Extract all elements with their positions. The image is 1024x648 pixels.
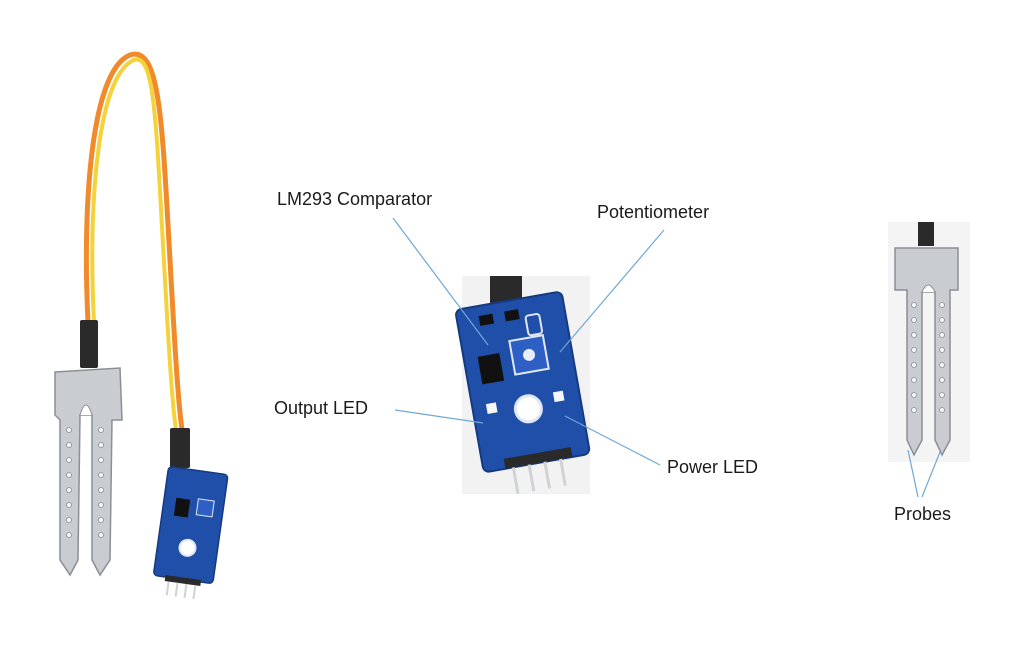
mounting-hole (513, 394, 543, 424)
leader-power-led (564, 415, 661, 466)
leader-output-led (394, 409, 484, 424)
module-board-small (153, 466, 229, 584)
probe-traces-right (911, 302, 945, 413)
full-sensor-assembly (54, 51, 229, 600)
probe-closeup-connector (918, 222, 934, 246)
leader-probes-right (921, 451, 941, 498)
leader-lines (392, 217, 941, 498)
wire-orange (83, 51, 185, 431)
probe-traces-left (66, 427, 104, 538)
label-probes: Probes (894, 504, 952, 524)
label-output-led: Output LED (274, 398, 369, 418)
label-potentiometer: Potentiometer (597, 202, 710, 222)
output-led (485, 402, 498, 414)
label-power-led: Power LED (667, 457, 759, 477)
leader-probes-left (907, 449, 919, 498)
wire-yellow (90, 57, 178, 431)
probe-fork-left-image (54, 367, 123, 577)
module-connector-small (170, 428, 190, 468)
probe-connector (80, 320, 98, 368)
power-led (552, 390, 565, 403)
comparator-chip (477, 353, 505, 385)
leader-comparator (392, 217, 489, 346)
leader-potentiometer (559, 229, 665, 353)
module-closeup (455, 276, 591, 495)
label-lm293-comparator: LM293 Comparator (277, 189, 433, 209)
probe-closeup (888, 222, 970, 462)
